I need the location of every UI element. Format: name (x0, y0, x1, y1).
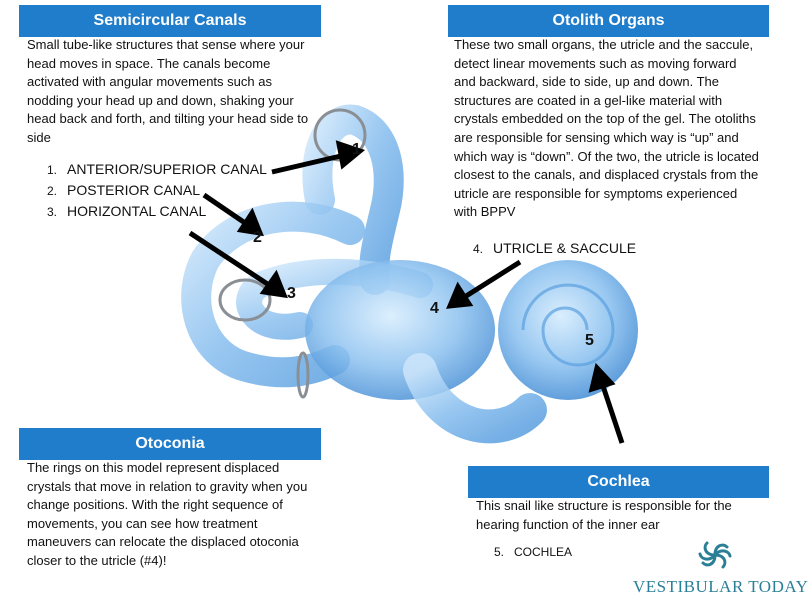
arrow-1 (271, 152, 346, 175)
arrow-4 (461, 259, 522, 301)
arrow-1-head (335, 140, 366, 170)
semicircular-body: Small tube-like structures that sense wh… (27, 37, 309, 145)
arrow-3-head (259, 269, 288, 299)
semicircular-list: 1.ANTERIOR/SUPERIOR CANAL 2.POSTERIOR CA… (47, 161, 267, 224)
otolith-list: 4.UTRICLE & SACCULE (473, 240, 636, 261)
marker-1: 1 (352, 141, 361, 158)
arrow-4-head (446, 281, 474, 309)
brand-name: VESTIBULAR TODAY (633, 577, 809, 596)
otoconia-heading: Otoconia (19, 428, 321, 460)
otolith-heading: Otolith Organs (448, 5, 769, 37)
anterior-canal (302, 104, 404, 295)
semicircular-heading: Semicircular Canals (19, 5, 321, 37)
cochlea-spiral (521, 283, 615, 367)
arrow-3 (188, 230, 274, 290)
cochlea-duct (403, 353, 547, 444)
cochlea-list: 5.COCHLEA (494, 545, 572, 566)
marker-5: 5 (585, 332, 594, 349)
marker-4: 4 (430, 300, 439, 317)
arrow-2 (202, 192, 250, 228)
arrow-2-head (236, 207, 264, 237)
otolith-body: These two small organs, the utricle and … (454, 37, 759, 220)
list-item: 2.POSTERIOR CANAL (47, 182, 201, 198)
swirl-logo-icon (698, 541, 732, 569)
otoconia-ring-bottom (296, 351, 310, 399)
cochlea-body: This snail like structure is responsible… (476, 498, 732, 532)
arrow-5 (599, 382, 625, 444)
arrow-5-head (588, 362, 616, 393)
otoconia-body: The rings on this model represent displa… (27, 460, 308, 568)
list-item: 3.HORIZONTAL CANAL (47, 203, 207, 219)
marker-3: 3 (287, 285, 296, 302)
list-item: 1.ANTERIOR/SUPERIOR CANAL (47, 161, 267, 177)
otoconia-ring-left (218, 278, 272, 322)
posterior-canal (181, 201, 365, 388)
cochlea-heading: Cochlea (468, 466, 769, 498)
marker-2: 2 (253, 229, 262, 246)
list-item: 4.UTRICLE & SACCULE (473, 240, 637, 256)
cochlea-shell (498, 260, 638, 400)
vestibule (305, 260, 495, 400)
list-item: 5.COCHLEA (494, 545, 573, 559)
